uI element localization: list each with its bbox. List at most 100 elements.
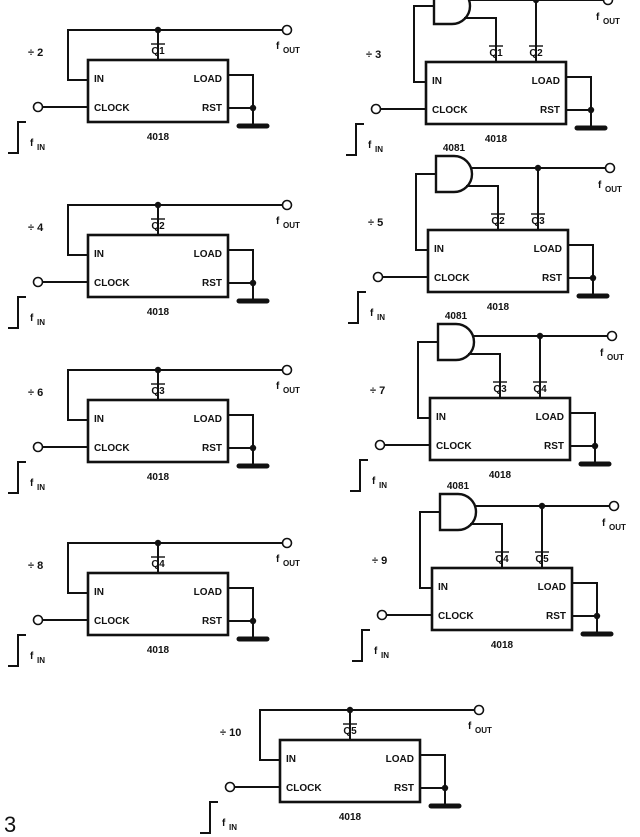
ic-name-label: 4018 <box>489 470 512 481</box>
tap-label: Q1 <box>151 46 165 57</box>
rst-wire <box>228 620 254 637</box>
f-subscript: OUT <box>283 46 300 55</box>
f-symbol: f <box>276 554 280 565</box>
ic-name-label: 4018 <box>339 812 362 823</box>
output-terminal <box>281 24 293 36</box>
junction-dot <box>346 706 354 714</box>
junction-dot <box>441 784 449 792</box>
f-subscript: IN <box>229 823 237 832</box>
f-symbol: f <box>374 646 378 657</box>
input-pulse-icon <box>8 296 26 329</box>
junction-dot <box>538 502 546 510</box>
tap-label: Q3 <box>151 386 165 397</box>
input-pulse-icon <box>346 123 364 156</box>
pin-clock-label: CLOCK <box>436 441 472 452</box>
tap1-label: Q2 <box>491 216 505 227</box>
f-symbol: f <box>30 313 34 324</box>
and-gate-4081 <box>432 0 472 26</box>
divider-label: ÷ 7 <box>370 385 385 397</box>
junction-dot <box>589 274 597 282</box>
f-subscript: OUT <box>283 386 300 395</box>
tap-label: Q2 <box>151 221 165 232</box>
tap1-wire <box>464 17 497 62</box>
pin-rst-label: RST <box>202 443 222 454</box>
junction-dot <box>593 612 601 620</box>
tap2-wire <box>476 505 543 568</box>
clock-input-terminal <box>32 276 44 288</box>
pin-clock-label: CLOCK <box>438 611 474 622</box>
tap-label: Q4 <box>151 559 165 570</box>
rst-wire <box>228 447 254 464</box>
f-symbol: f <box>598 180 602 191</box>
clock-input-terminal <box>370 103 382 115</box>
gate-to-in-wire <box>415 173 436 251</box>
pin-rst-label: RST <box>394 783 414 794</box>
f-symbol: f <box>222 818 226 829</box>
junction-dot <box>249 617 257 625</box>
pin-load-label: LOAD <box>532 76 560 87</box>
pin-rst-label: RST <box>542 273 562 284</box>
load-wire <box>228 74 254 108</box>
clock-input-terminal <box>32 101 44 113</box>
pin-in-label: IN <box>94 249 104 260</box>
input-pulse-icon <box>8 634 26 667</box>
divider-label: ÷ 2 <box>28 47 43 59</box>
rst-wire <box>420 787 446 804</box>
pin-load-label: LOAD <box>194 414 222 425</box>
pin-load-label: LOAD <box>194 74 222 85</box>
f-subscript: IN <box>37 318 45 327</box>
junction-dot <box>249 104 257 112</box>
junction-dot <box>536 332 544 340</box>
f-subscript: OUT <box>603 17 620 26</box>
junction-dot <box>591 442 599 450</box>
f-symbol: f <box>368 140 372 151</box>
gate-to-in-wire <box>413 5 434 83</box>
f-symbol: f <box>600 348 604 359</box>
output-terminal <box>608 500 620 512</box>
ic-name-label: 4018 <box>147 132 170 143</box>
f-symbol: f <box>276 41 280 52</box>
divider-label: ÷ 5 <box>368 217 383 229</box>
ic-name-label: 4018 <box>487 302 510 313</box>
pin-clock-label: CLOCK <box>94 616 130 627</box>
tap2-label: Q5 <box>535 554 549 565</box>
f-symbol: f <box>596 12 600 23</box>
divider-label: ÷ 3 <box>366 49 381 61</box>
gate-name-label: 4081 <box>445 311 468 322</box>
rst-wire <box>228 282 254 299</box>
clock-input-terminal <box>376 609 388 621</box>
gate-to-in-wire <box>419 511 440 589</box>
rst-wire <box>566 109 592 126</box>
f-symbol: f <box>30 651 34 662</box>
divider-label: ÷ 8 <box>28 560 43 572</box>
pin-clock-label: CLOCK <box>94 103 130 114</box>
pin-clock-label: CLOCK <box>94 443 130 454</box>
f-symbol: f <box>372 476 376 487</box>
and-gate-4081 <box>434 154 474 194</box>
pin-in-label: IN <box>436 412 446 423</box>
rst-wire <box>228 107 254 124</box>
clock-input-terminal <box>374 439 386 451</box>
f-subscript: IN <box>37 656 45 665</box>
pin-in-label: IN <box>432 76 442 87</box>
ic-name-label: 4018 <box>147 472 170 483</box>
tap1-label: Q3 <box>493 384 507 395</box>
output-wire <box>259 709 475 761</box>
pin-clock-label: CLOCK <box>432 105 468 116</box>
f-subscript: IN <box>37 143 45 152</box>
